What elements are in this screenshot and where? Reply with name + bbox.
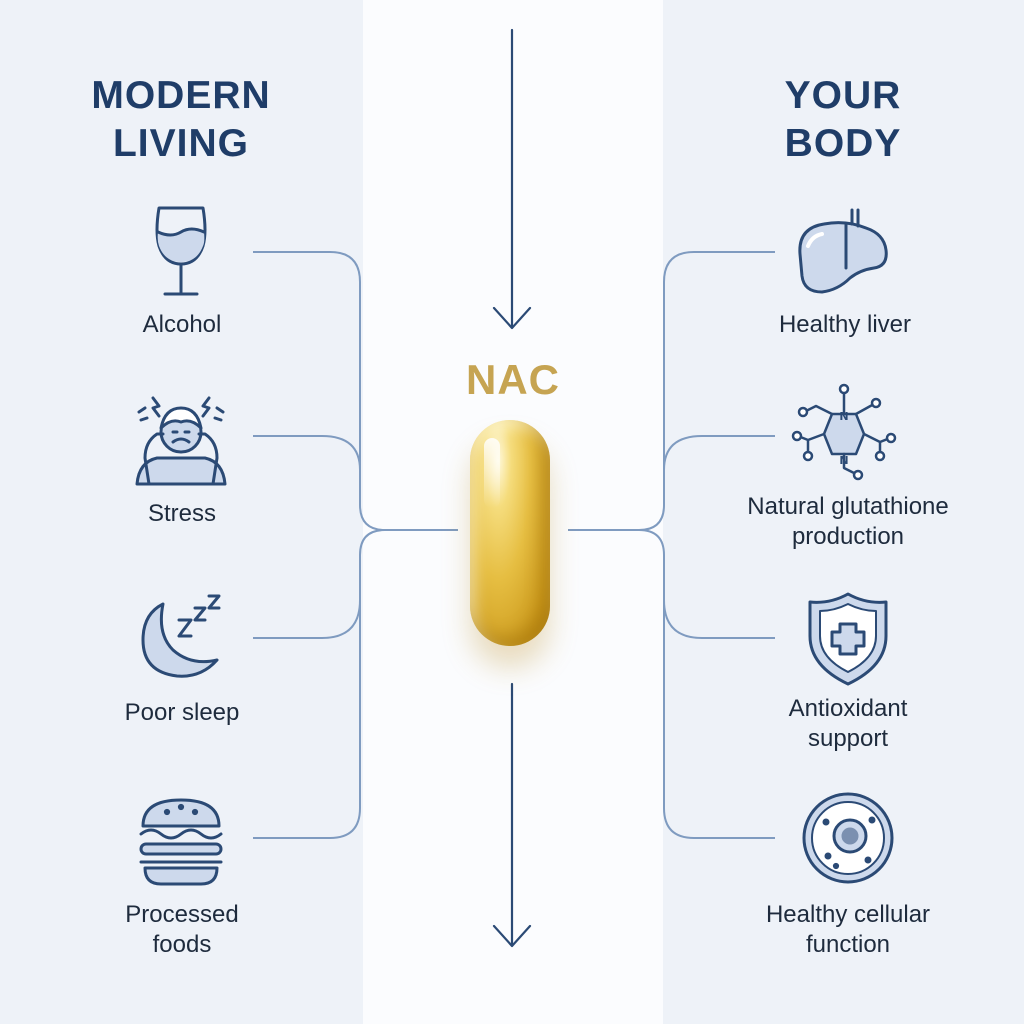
label-antioxidant: Antioxidant support xyxy=(703,694,993,754)
heading-modern-living: MODERN LIVING xyxy=(31,72,331,168)
connector-poor-sleep xyxy=(253,529,386,639)
burger-icon xyxy=(131,792,231,892)
molecule-icon: N N xyxy=(791,383,897,484)
arrow-bottom-head xyxy=(492,924,532,948)
label-line: Alcohol xyxy=(142,311,222,338)
heading-your-body: YOUR BODY xyxy=(693,72,993,168)
heading-line: MODERN xyxy=(91,74,271,117)
heading-line: BODY xyxy=(784,122,902,165)
label-line: Stress xyxy=(147,500,216,527)
liver-icon xyxy=(794,206,894,306)
label-line: Natural glutathione xyxy=(747,493,949,520)
label-line: Healthy liver xyxy=(778,311,912,338)
connector-processed-foods xyxy=(253,555,361,839)
label-line: Poor sleep xyxy=(124,699,240,726)
svg-text:N: N xyxy=(839,410,848,423)
label-stress: Stress xyxy=(37,499,327,529)
label-line: Antioxidant xyxy=(788,695,908,722)
label-line: Processed xyxy=(125,901,239,928)
label-processed-foods: Processed foods xyxy=(37,900,327,960)
stressed-person-icon xyxy=(131,388,231,488)
wine-glass-icon xyxy=(131,202,231,302)
label-alcohol: Alcohol xyxy=(37,310,327,340)
label-line: support xyxy=(807,725,889,752)
label-poor-sleep: Poor sleep xyxy=(37,698,327,728)
connector-glutathione xyxy=(663,435,775,505)
label-line: production xyxy=(791,523,905,550)
shield-plus-icon xyxy=(798,590,898,690)
arrow-top-head xyxy=(492,306,532,330)
label-glutathione: Natural glutathione production xyxy=(703,492,993,552)
connector-stress xyxy=(253,435,361,505)
heading-line: LIVING xyxy=(112,122,249,165)
connector-cellular xyxy=(663,555,775,839)
heading-line: YOUR xyxy=(784,74,902,117)
nac-title: NAC xyxy=(466,356,560,403)
label-line: function xyxy=(805,931,891,958)
connector-alcohol xyxy=(253,251,458,531)
connector-healthy-liver xyxy=(568,251,775,531)
svg-text:N: N xyxy=(839,454,848,467)
label-cellular: Healthy cellular function xyxy=(703,900,993,960)
label-healthy-liver: Healthy liver xyxy=(700,310,990,340)
cell-icon xyxy=(798,788,898,888)
label-line: foods xyxy=(152,931,212,958)
capsule-icon xyxy=(470,420,550,646)
capsule-shine xyxy=(484,438,500,508)
label-line: Healthy cellular xyxy=(765,901,931,928)
moon-sleep-icon xyxy=(131,590,231,690)
